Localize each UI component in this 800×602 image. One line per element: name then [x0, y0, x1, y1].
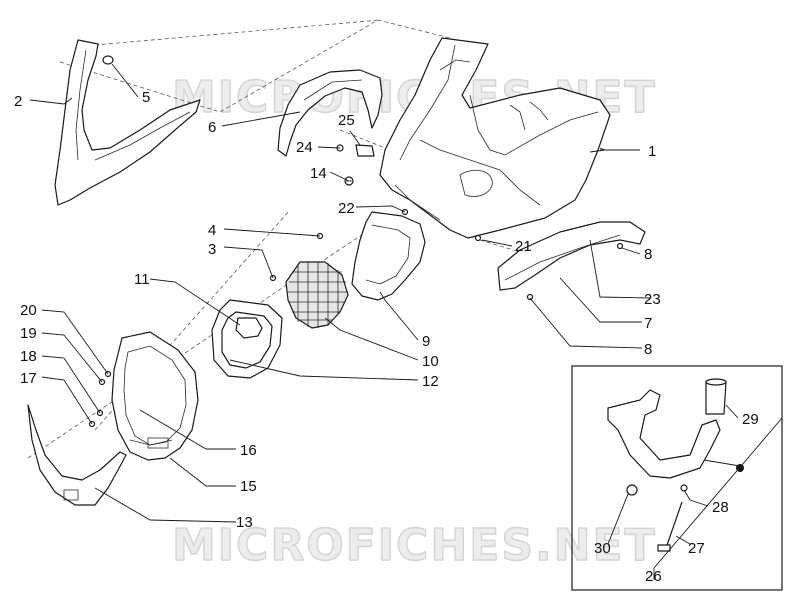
callout-24: 24 [296, 139, 313, 156]
bracket-part-25[interactable] [355, 144, 375, 157]
callout-4: 4 [208, 222, 216, 239]
callout-18: 18 [20, 348, 37, 365]
plug-part-30[interactable] [626, 484, 638, 496]
trim-strip-part-6[interactable] [277, 69, 383, 157]
callout-16: 16 [240, 442, 257, 459]
callout-9: 9 [422, 333, 430, 350]
callout-23: 23 [644, 291, 661, 308]
sleeve-part-29[interactable] [705, 378, 727, 415]
screw-part-8-b[interactable] [526, 293, 534, 301]
callout-6: 6 [208, 119, 216, 136]
callout-30: 30 [594, 540, 611, 557]
svg-text:MICROFICHES.NET: MICROFICHES.NET [172, 520, 657, 571]
bracket-part-28[interactable] [607, 389, 721, 479]
callout-labels: 1 2 5 6 25 24 14 22 4 3 11 21 8 23 7 8 9… [14, 89, 759, 585]
callout-1: 1 [648, 143, 656, 160]
callout-2: 2 [14, 93, 22, 110]
callout-8-bottom: 8 [644, 341, 652, 358]
callout-17: 17 [20, 370, 37, 387]
watermark-bottom: MICROFICHES.NET MICROFICHES.NET [171, 519, 657, 571]
callout-15: 15 [240, 478, 257, 495]
svg-text:MICROFICHES.NET: MICROFICHES.NET [172, 520, 657, 571]
callout-29: 29 [742, 411, 759, 428]
frame-part-11[interactable] [211, 299, 283, 379]
callout-8-top: 8 [644, 246, 652, 263]
upper-trim-part-2[interactable] [54, 39, 201, 206]
callout-14: 14 [310, 165, 327, 182]
screw-part-8-a[interactable] [616, 242, 624, 250]
callout-28: 28 [712, 499, 729, 516]
callout-26: 26 [645, 568, 662, 585]
callout-11: 11 [134, 271, 150, 288]
side-trim-part-7[interactable] [497, 221, 646, 291]
callout-21: 21 [515, 238, 532, 255]
callout-27: 27 [688, 540, 705, 557]
bolt-part-27[interactable] [657, 501, 683, 552]
callout-3: 3 [208, 241, 216, 258]
callout-12: 12 [422, 373, 439, 390]
callout-7: 7 [644, 315, 652, 332]
inner-housing-part-9[interactable] [351, 211, 426, 301]
inset-box-parts-26-30 [571, 365, 783, 591]
callout-20: 20 [20, 302, 37, 319]
screw-part-21[interactable] [474, 234, 482, 242]
front-shield-part-1[interactable] [379, 37, 611, 239]
washer-part-28[interactable] [680, 484, 688, 492]
callout-13: 13 [236, 514, 253, 531]
callout-5: 5 [142, 89, 150, 106]
headlight-mask-part-15[interactable] [111, 331, 199, 461]
lower-cover-part-13[interactable] [27, 404, 127, 506]
clip-part-5[interactable] [102, 55, 114, 65]
grille-part-10[interactable] [285, 261, 349, 329]
callout-25: 25 [338, 112, 355, 129]
callout-19: 19 [20, 325, 37, 342]
callout-22: 22 [338, 200, 355, 217]
callout-10: 10 [422, 353, 439, 370]
leader-lines [29, 63, 783, 580]
